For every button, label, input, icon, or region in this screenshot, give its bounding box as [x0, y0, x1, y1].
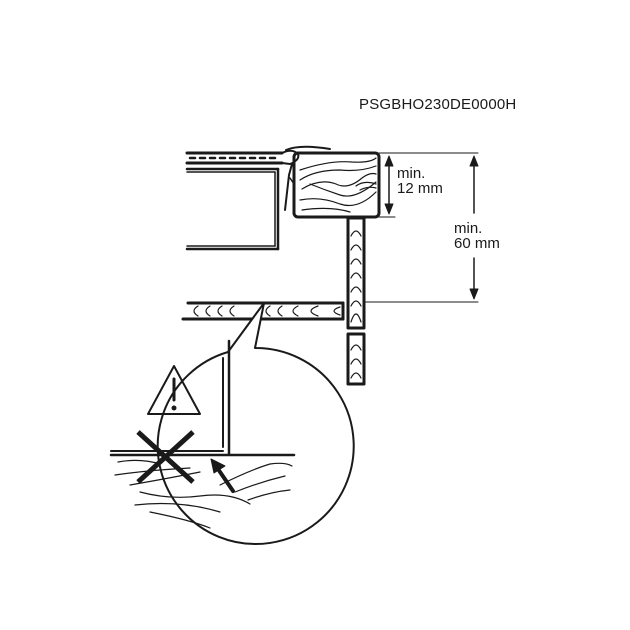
arrow-icon: [210, 458, 235, 493]
cross-icon: [136, 430, 195, 484]
cabinet-side-panel: [346, 216, 366, 386]
dimension-lines: [363, 152, 479, 303]
dim-value: 12 mm: [397, 180, 443, 197]
dim-prefix: min.: [397, 165, 426, 182]
hob-body: [185, 163, 295, 251]
warning-triangle-icon: [147, 365, 201, 415]
worktop-section: [292, 151, 381, 219]
worktop-thickness-label: min. 12 mm: [397, 166, 443, 196]
drawing-code: PSGBHO230DE0000H: [359, 96, 517, 113]
dim-prefix: min.: [454, 220, 483, 237]
clearance-height-label: min. 60 mm: [454, 221, 500, 251]
shelf-panel: [181, 301, 345, 321]
dim-value: 60 mm: [454, 235, 500, 252]
hob-top-plate: [185, 145, 331, 165]
detail-callout: [109, 302, 355, 545]
